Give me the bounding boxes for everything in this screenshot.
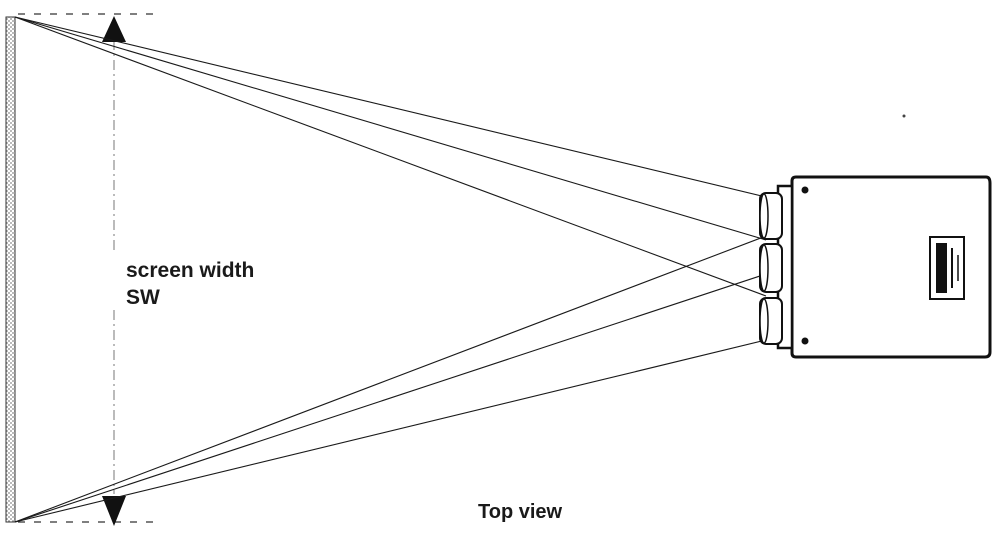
speck-mark: [902, 114, 906, 118]
screen-width-symbol: SW: [126, 286, 160, 309]
barco-logo-icon: [929, 236, 965, 300]
projector: [759, 114, 992, 359]
projection-screen: [5, 16, 16, 523]
dimension-arrow-down-icon: [102, 496, 126, 526]
screen-width-dimension: [102, 16, 126, 526]
screen-width-label: screen width: [126, 259, 255, 282]
screw-top-icon: [801, 186, 809, 194]
screw-bottom-icon: [801, 337, 809, 345]
ray-top-lens-to-bottom: [14, 235, 767, 523]
ray-middle-lens-to-top: [14, 16, 767, 241]
ray-middle-lens-to-bottom: [14, 273, 767, 523]
dimension-arrow-up-icon: [102, 16, 126, 42]
ray-bottom-lens-to-top: [14, 16, 767, 297]
view-caption: Top view: [478, 501, 563, 523]
projector-body: [790, 175, 992, 359]
lens-bottom: [759, 297, 783, 345]
screen-edge-extension-lines: [18, 13, 160, 523]
ray-bottom-lens-to-bottom: [14, 339, 767, 523]
lens-top: [759, 192, 783, 240]
projection-rays: [14, 16, 767, 523]
ray-top-lens-to-top: [14, 16, 767, 198]
lens-middle: [759, 243, 783, 293]
